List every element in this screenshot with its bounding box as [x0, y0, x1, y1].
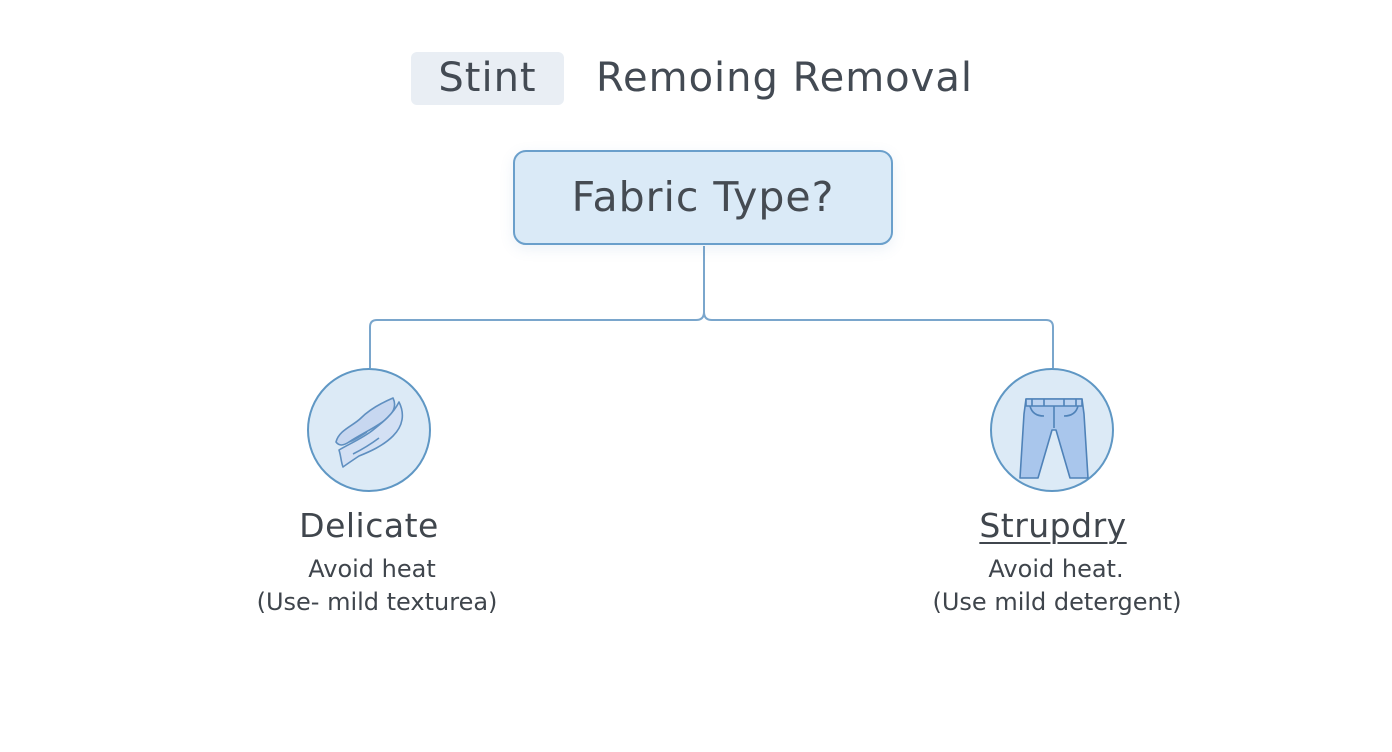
branch-sturdy-line-2: (Use mild detergent) — [932, 588, 1182, 616]
delicate-icon-circle — [307, 368, 431, 492]
fabric-type-node: Fabric Type? — [513, 150, 893, 245]
branch-delicate-line-2: (Use- mild texturea) — [256, 588, 498, 616]
jeans-icon — [1019, 398, 1089, 479]
trunk-connector — [703, 246, 1054, 368]
branch-label-sturdy: Strupdry — [979, 506, 1127, 545]
branch-sturdy-line-1: Avoid heat. — [988, 555, 1124, 583]
title-main: Remoing Removal — [596, 55, 973, 101]
branch-label-delicate: Delicate — [299, 506, 439, 545]
scarf-icon — [335, 397, 404, 468]
branch-delicate-line-1: Avoid heat — [308, 555, 436, 583]
left-connector — [369, 311, 705, 368]
title-tag: Stint — [411, 52, 564, 105]
diagram-title: Stint Remoing Removal — [0, 52, 1392, 106]
sturdy-icon-circle — [990, 368, 1114, 492]
